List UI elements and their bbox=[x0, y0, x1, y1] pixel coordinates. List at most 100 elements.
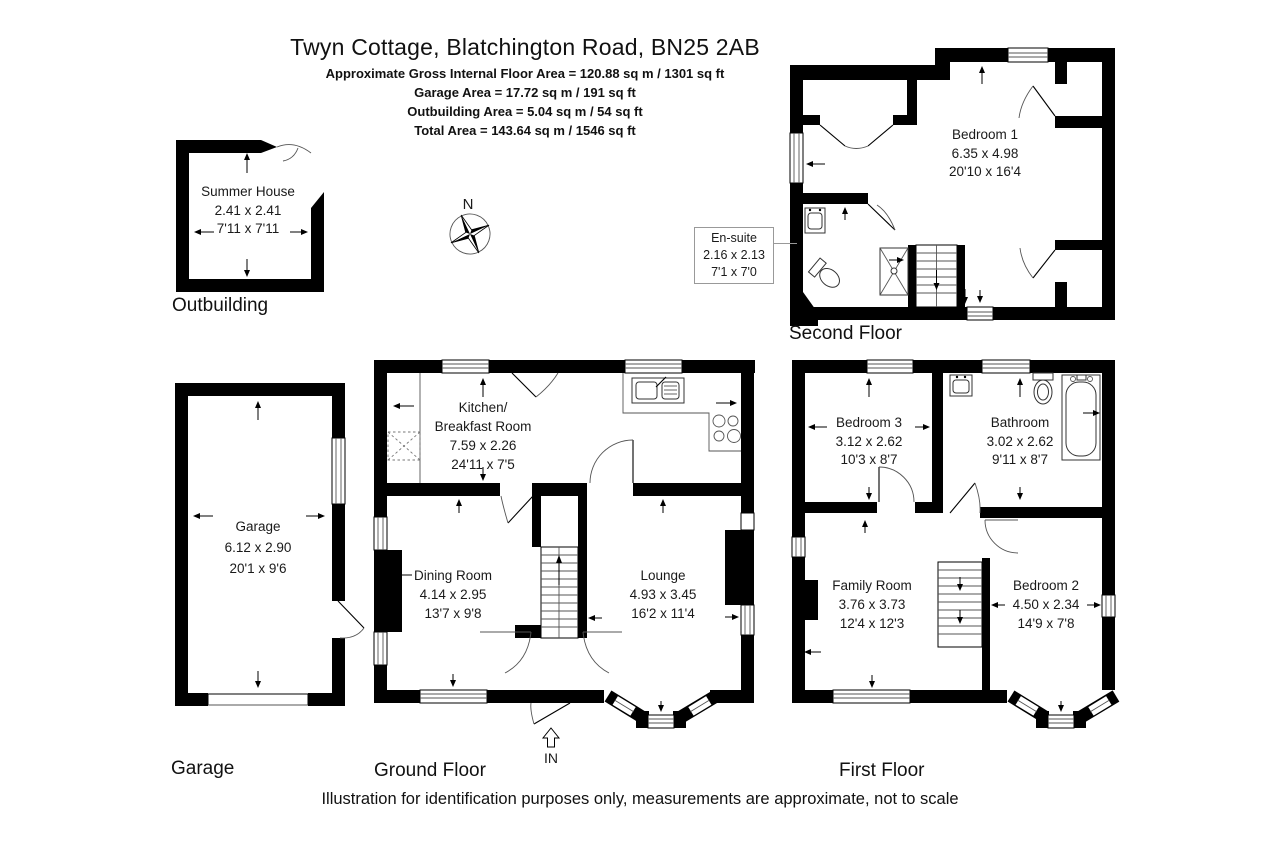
sink-icon bbox=[804, 207, 826, 234]
second-floor-doors bbox=[819, 85, 1056, 279]
room-imperial-size: 16'2 x 11'4 bbox=[631, 606, 695, 621]
room-dining: Dining Room 4.14 x 2.95 13'7 x 9'8 bbox=[414, 568, 492, 621]
dimension-arrows bbox=[806, 66, 985, 304]
room-metric-size: 2.16 x 2.13 bbox=[703, 248, 765, 262]
outbuilding-label: Outbuilding bbox=[172, 295, 269, 316]
room-metric-size: 2.41 x 2.41 bbox=[215, 203, 282, 218]
ensuite-callout: En-suite 2.16 x 2.13 7'1 x 7'0 bbox=[694, 227, 774, 284]
larder-dashed-box bbox=[387, 431, 421, 461]
room-metric-size: 3.02 x 2.62 bbox=[987, 434, 1054, 449]
room-name: Bathroom bbox=[991, 415, 1050, 430]
dimension-arrows bbox=[193, 401, 325, 688]
page-title: Twyn Cottage, Blatchington Road, BN25 2A… bbox=[290, 34, 760, 60]
room-name: Family Room bbox=[832, 578, 912, 593]
bay-window bbox=[1007, 690, 1120, 729]
ground-floor-doors bbox=[480, 372, 634, 725]
room-metric-size: 3.12 x 2.62 bbox=[836, 434, 903, 449]
room-name-line2: Breakfast Room bbox=[435, 419, 532, 434]
ground-floor-plan: IN Kitchen/ Breakfast Room 7.59 x 2.26 2… bbox=[373, 359, 755, 766]
stairs-icon bbox=[937, 561, 983, 648]
summer-house-walls bbox=[176, 140, 324, 292]
second-floor-plan: Bedroom 1 6.35 x 4.98 20'10 x 16'4 bbox=[789, 47, 1115, 326]
area-line-total-internal: Approximate Gross Internal Floor Area = … bbox=[325, 66, 725, 81]
room-bathroom: Bathroom 3.02 x 2.62 9'11 x 8'7 bbox=[987, 415, 1054, 467]
second-floor-label: Second Floor bbox=[789, 323, 903, 344]
room-name: En-suite bbox=[711, 231, 757, 245]
room-bedroom3: Bedroom 3 3.12 x 2.62 10'3 x 8'7 bbox=[836, 415, 903, 467]
area-summary: Approximate Gross Internal Floor Area = … bbox=[215, 64, 835, 140]
dimension-arrows bbox=[393, 378, 739, 712]
garage-windows bbox=[207, 437, 346, 706]
room-metric-size: 7.59 x 2.26 bbox=[450, 438, 517, 453]
ground-floor-label: Ground Floor bbox=[374, 760, 486, 781]
room-family: Family Room 3.76 x 3.73 12'4 x 12'3 bbox=[832, 578, 912, 631]
outbuilding-plan: Summer House 2.41 x 2.41 7'11 x 7'11 bbox=[176, 140, 324, 292]
kitchen-sink-icon bbox=[631, 376, 685, 404]
second-floor-windows bbox=[789, 47, 1049, 321]
second-floor-walls bbox=[790, 48, 1115, 326]
room-metric-size: 4.50 x 2.34 bbox=[1013, 597, 1080, 612]
bathroom-sink-icon bbox=[949, 374, 973, 397]
area-line-total: Total Area = 143.64 sq m / 1546 sq ft bbox=[414, 123, 636, 138]
room-summer-house: Summer House 2.41 x 2.41 7'11 x 7'11 bbox=[201, 184, 295, 236]
bay-window bbox=[604, 690, 720, 729]
room-name: Garage bbox=[235, 519, 280, 534]
header: Twyn Cottage, Blatchington Road, BN25 2A… bbox=[215, 34, 835, 140]
room-lounge: Lounge 4.93 x 3.45 16'2 x 11'4 bbox=[630, 568, 697, 621]
toilet-icon bbox=[1032, 372, 1054, 405]
toilet-icon bbox=[807, 257, 840, 288]
room-name: Dining Room bbox=[414, 568, 492, 583]
room-name: Bedroom 2 bbox=[1013, 578, 1079, 593]
ground-floor-windows bbox=[373, 359, 755, 704]
garage-plan: Garage 6.12 x 2.90 20'1 x 9'6 bbox=[175, 383, 365, 706]
room-metric-size: 6.12 x 2.90 bbox=[225, 540, 292, 555]
room-name: Lounge bbox=[640, 568, 685, 583]
room-imperial-size: 12'4 x 12'3 bbox=[840, 616, 904, 631]
summer-house-door bbox=[276, 144, 312, 162]
room-garage: Garage 6.12 x 2.90 20'1 x 9'6 bbox=[225, 519, 292, 576]
entry-arrow-icon bbox=[541, 727, 561, 748]
room-imperial-size: 10'3 x 8'7 bbox=[841, 452, 898, 467]
room-name: Bedroom 3 bbox=[836, 415, 902, 430]
room-imperial-size: 20'1 x 9'6 bbox=[230, 561, 287, 576]
compass-rose-icon: N bbox=[449, 196, 491, 255]
stairs-icon bbox=[540, 546, 579, 639]
entry-label: IN bbox=[544, 750, 558, 766]
ground-floor-walls bbox=[374, 360, 755, 703]
dimension-arrows bbox=[194, 153, 308, 277]
room-metric-size: 4.93 x 3.45 bbox=[630, 587, 697, 602]
ensuite-callout-leader bbox=[773, 243, 797, 244]
compass-north-label: N bbox=[463, 196, 474, 213]
first-floor-doors bbox=[878, 466, 1019, 554]
stairs-icon bbox=[915, 244, 958, 308]
room-metric-size: 6.35 x 4.98 bbox=[952, 146, 1019, 161]
room-bedroom1: Bedroom 1 6.35 x 4.98 20'10 x 16'4 bbox=[949, 127, 1021, 179]
room-metric-size: 4.14 x 2.95 bbox=[420, 587, 487, 602]
room-kitchen: Kitchen/ Breakfast Room 7.59 x 2.26 24'1… bbox=[435, 400, 532, 472]
room-imperial-size: 7'11 x 7'11 bbox=[217, 221, 279, 236]
hob-icon bbox=[712, 414, 741, 443]
first-floor-label: First Floor bbox=[839, 760, 925, 781]
first-floor-walls bbox=[792, 360, 1115, 703]
garage-side-door bbox=[337, 600, 365, 639]
room-name: Summer House bbox=[201, 184, 295, 199]
garage-label: Garage bbox=[171, 758, 235, 779]
kitchen-counter bbox=[419, 373, 741, 483]
room-imperial-size: 13'7 x 9'8 bbox=[425, 606, 482, 621]
room-imperial-size: 7'1 x 7'0 bbox=[711, 265, 757, 279]
bath-icon bbox=[1061, 374, 1101, 461]
room-bedroom2: Bedroom 2 4.50 x 2.34 14'9 x 7'8 bbox=[1013, 578, 1080, 631]
disclaimer-text: Illustration for identification purposes… bbox=[321, 790, 959, 808]
garage-walls bbox=[175, 383, 345, 706]
dimension-arrows bbox=[804, 378, 1101, 712]
room-imperial-size: 24'11 x 7'5 bbox=[451, 457, 514, 472]
area-line-outbuilding: Outbuilding Area = 5.04 sq m / 54 sq ft bbox=[407, 104, 643, 119]
room-name-line1: Kitchen/ bbox=[459, 400, 508, 415]
first-floor-plan: Bedroom 3 3.12 x 2.62 10'3 x 8'7 Bathroo… bbox=[791, 359, 1120, 729]
area-line-garage: Garage Area = 17.72 sq m / 191 sq ft bbox=[414, 85, 636, 100]
room-metric-size: 3.76 x 3.73 bbox=[839, 597, 906, 612]
room-imperial-size: 14'9 x 7'8 bbox=[1018, 616, 1075, 631]
room-name: Bedroom 1 bbox=[952, 127, 1018, 142]
room-imperial-size: 9'11 x 8'7 bbox=[992, 452, 1048, 467]
